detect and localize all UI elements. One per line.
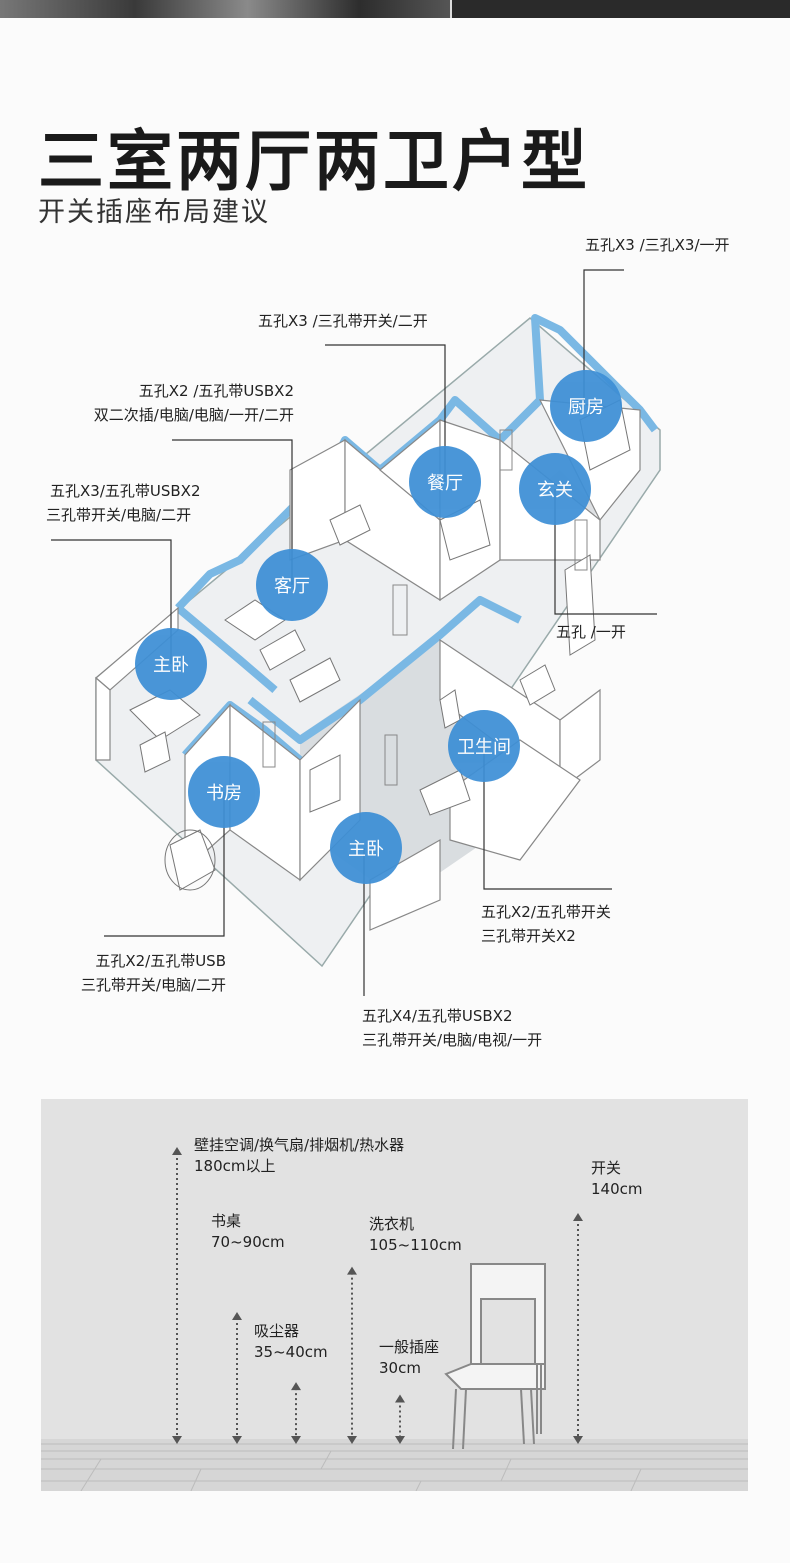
height-label-line: 壁挂空调/换气扇/排烟机/热水器: [194, 1136, 405, 1154]
banner-texture: [0, 0, 450, 18]
callout-line: 三孔带开关/电脑/二开: [46, 506, 192, 524]
top-banner-strip: [0, 0, 790, 18]
callout-line: 五孔X4/五孔带USBX2: [362, 1007, 513, 1025]
floor-plan-illustration: [51, 269, 661, 996]
banner-dark-block: [452, 0, 790, 18]
callout-line: 五孔X2/五孔带开关: [481, 903, 611, 921]
height-label-appliances: 壁挂空调/换气扇/排烟机/热水器 180cm以上: [194, 1135, 404, 1177]
room-marker-living[interactable]: 客厅: [256, 549, 328, 621]
callout-kitchen: 五孔X3 /三孔X3/一开: [585, 233, 730, 257]
height-label-socket: 一般插座 30cm: [379, 1337, 439, 1379]
callout-entrance: 五孔 /一开: [556, 620, 626, 644]
height-arrow-switch: [573, 1213, 583, 1444]
height-label-washer: 洗衣机 105~110cm: [369, 1214, 462, 1256]
page-subtitle: 开关插座布局建议: [38, 197, 270, 228]
height-arrow-socket: [395, 1394, 405, 1444]
height-label-line: 105~110cm: [369, 1236, 462, 1254]
callout-line: 五孔 /一开: [556, 623, 626, 641]
height-arrow-washer: [347, 1266, 357, 1444]
callout-line: 五孔X3/五孔带USBX2: [50, 482, 201, 500]
room-marker-study[interactable]: 书房: [188, 756, 260, 828]
room-marker-dining[interactable]: 餐厅: [409, 446, 481, 518]
height-label-line: 书桌: [211, 1212, 242, 1230]
height-label-vacuum: 吸尘器 35~40cm: [254, 1321, 328, 1363]
room-marker-kitchen[interactable]: 厨房: [550, 370, 622, 442]
door-frames: [262, 429, 588, 786]
callout-line: 五孔X3 /三孔X3/一开: [585, 236, 730, 254]
height-label-switch: 开关 140cm: [591, 1158, 643, 1200]
callout-master-bedroom-1: 五孔X3/五孔带USBX2 三孔带开关/电脑/二开: [46, 479, 200, 527]
height-label-line: 70~90cm: [211, 1233, 285, 1251]
callout-leaders: [51, 269, 657, 996]
callout-line: 五孔X2/五孔带USB: [95, 952, 226, 970]
callout-line: 五孔X2 /五孔带USBX2: [138, 382, 294, 400]
callout-line: 三孔带开关/电脑/二开: [80, 976, 226, 994]
height-arrow-ac: [172, 1147, 182, 1444]
outer-walls: [175, 314, 659, 764]
height-label-line: 35~40cm: [254, 1343, 328, 1361]
chair-illustration: [444, 1263, 546, 1450]
callout-line: 五孔X3 /三孔带开关/二开: [258, 312, 428, 330]
height-label-line: 洗衣机: [369, 1215, 415, 1233]
callout-living: 五孔X2 /五孔带USBX2 双二次插/电脑/电脑/一开/二开: [50, 379, 294, 427]
page-title: 三室两厅两卫户型: [38, 123, 590, 200]
callout-bathroom: 五孔X2/五孔带开关 三孔带开关X2: [481, 900, 611, 948]
height-label-line: 吸尘器: [254, 1322, 300, 1340]
height-label-line: 一般插座: [379, 1338, 440, 1356]
height-arrow-layer: [172, 1147, 583, 1444]
room-marker-bathroom[interactable]: 卫生间: [448, 710, 520, 782]
room-marker-entrance[interactable]: 玄关: [519, 453, 591, 525]
room-marker-master-bedroom-2[interactable]: 主卧: [330, 812, 402, 884]
height-arrow-vacuum: [291, 1382, 301, 1444]
callout-line: 三孔带开关/电脑/电视/一开: [362, 1031, 543, 1049]
height-label-line: 180cm以上: [194, 1157, 276, 1175]
callout-master-bedroom-2: 五孔X4/五孔带USBX2 三孔带开关/电脑/电视/一开: [362, 1004, 542, 1052]
height-label-desk: 书桌 70~90cm: [211, 1211, 285, 1253]
height-guide-panel: 壁挂空调/换气扇/排烟机/热水器 180cm以上 书桌 70~90cm 吸尘器 …: [41, 1099, 748, 1491]
floor-planks: [41, 1439, 748, 1491]
floor-plan: 厨房 餐厅 玄关 客厅 主卧 卫生间 书房 主卧 五孔X3 /三孔X3/一开 五…: [46, 233, 730, 1052]
height-label-line: 开关: [591, 1159, 622, 1177]
height-guide-illustration: [41, 1263, 748, 1491]
callout-study: 五孔X2/五孔带USB 三孔带开关/电脑/二开: [50, 949, 226, 997]
room-marker-master-bedroom-1[interactable]: 主卧: [135, 628, 207, 700]
height-label-line: 140cm: [591, 1180, 643, 1198]
callout-line: 三孔带开关X2: [481, 927, 576, 945]
callout-dining: 五孔X3 /三孔带开关/二开: [258, 309, 428, 333]
callout-line: 双二次插/电脑/电脑/一开/二开: [93, 406, 294, 424]
height-arrow-desk: [232, 1312, 242, 1444]
height-label-line: 30cm: [379, 1359, 421, 1377]
